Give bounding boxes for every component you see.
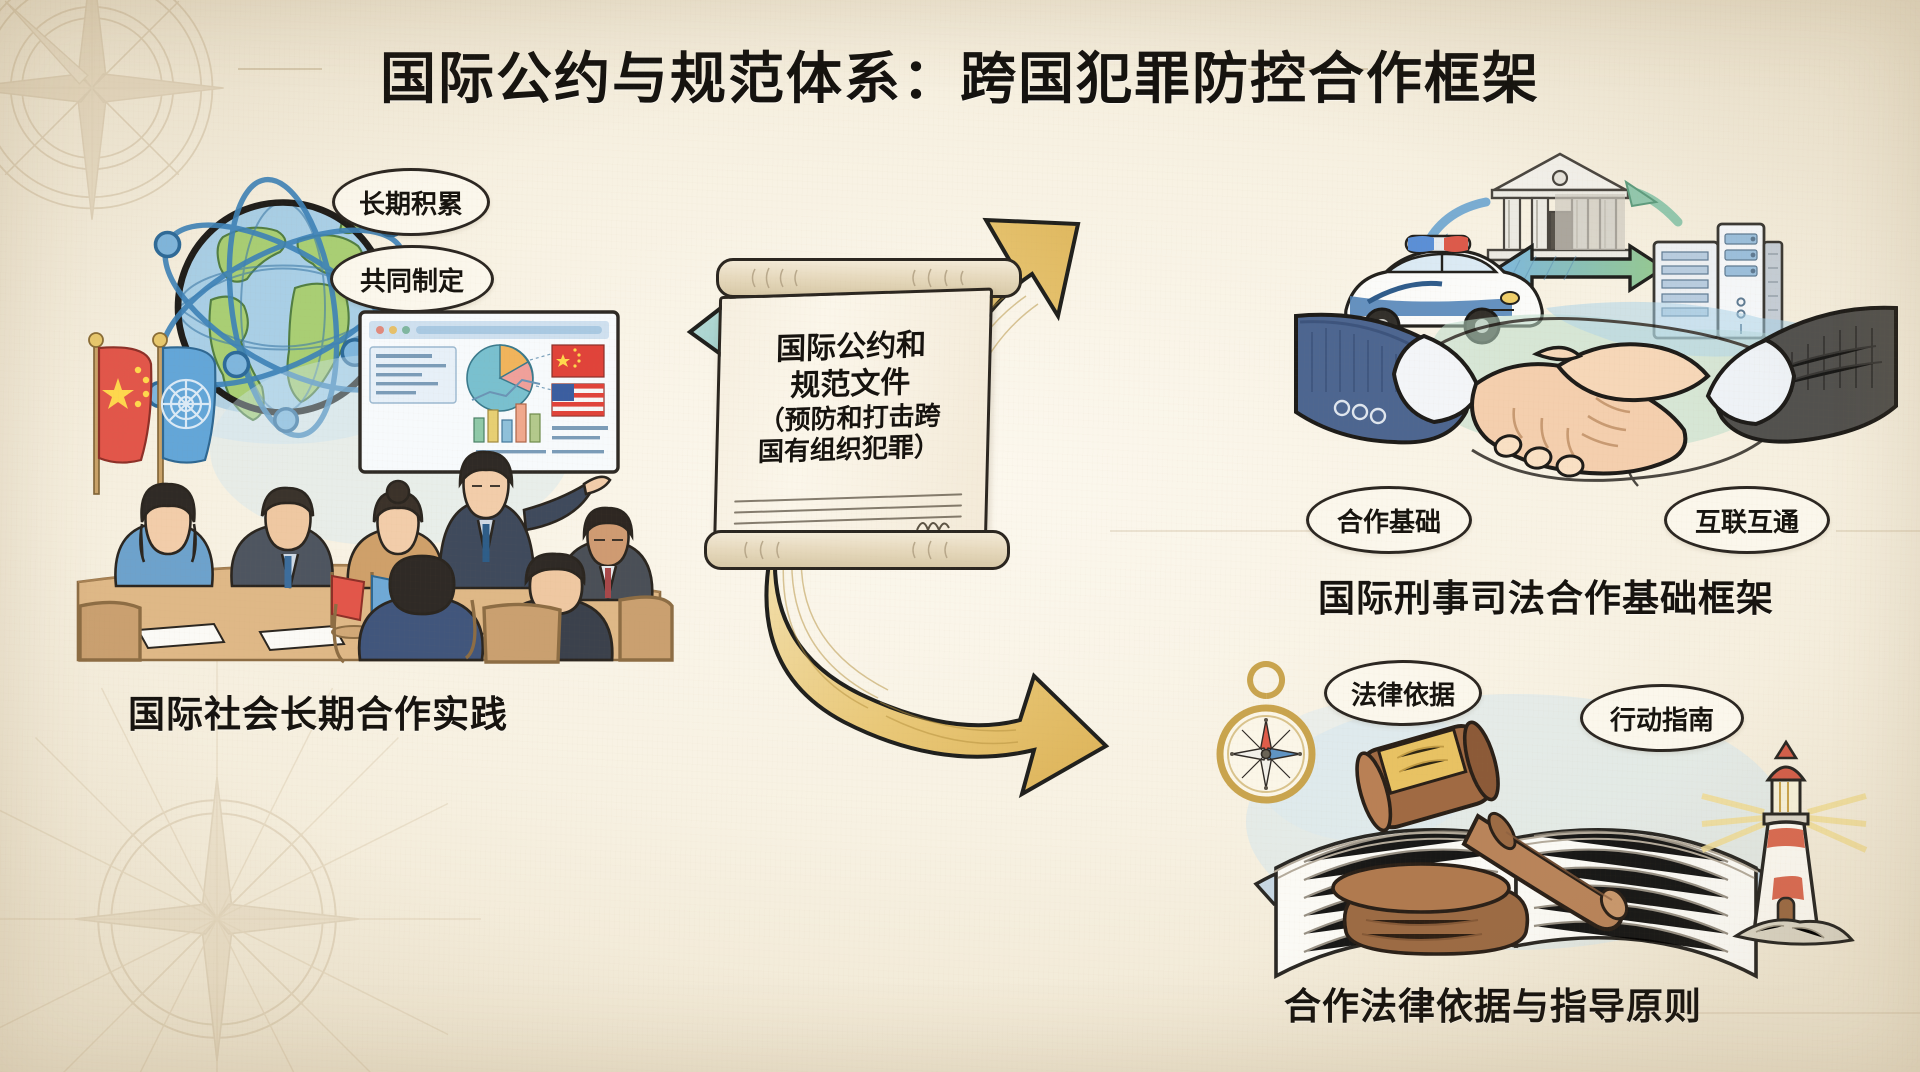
legal-principles-illustration xyxy=(1216,661,1868,979)
scroll-line-2: 规范文件 xyxy=(789,365,911,403)
gavel-icon xyxy=(1331,720,1629,956)
lighthouse-icon xyxy=(1700,739,1868,946)
bubble-label: 共同制定 xyxy=(359,265,464,296)
courthouse-icon xyxy=(1478,152,1642,272)
arrow-servers-to-courthouse xyxy=(1624,179,1683,227)
bubble-label: 行动指南 xyxy=(1609,704,1714,735)
line-chart-icon xyxy=(471,378,541,401)
scroll-document-icon: 国际公约和 规范文件 （预防和打击跨 国有组织犯罪） xyxy=(704,258,1022,570)
compass-icon xyxy=(1216,661,1316,804)
left-panel-caption: 国际社会长期合作实践 xyxy=(128,694,508,735)
bar-chart-icon xyxy=(473,403,541,443)
bubble-joint-formulation: 共同制定 xyxy=(330,245,494,313)
conference-meeting-illustration xyxy=(76,310,674,664)
scroll-bottom-roll xyxy=(704,530,1010,570)
compass-rose-watermark-bottom-left xyxy=(0,655,481,1072)
bubble-label: 合作基础 xyxy=(1336,506,1441,537)
arrow-to-lower-right xyxy=(764,515,1110,799)
bubble-label: 长期积累 xyxy=(358,188,463,219)
right-bottom-panel-caption: 合作法律依据与指导原则 xyxy=(1284,986,1702,1027)
un-flag-icon xyxy=(152,332,217,495)
bubble-long-term-accumulation: 长期积累 xyxy=(308,168,490,236)
scroll-text: 国际公约和 规范文件 （预防和打击跨 国有组织犯罪） xyxy=(715,326,986,470)
bubble-interconnection: 互联互通 xyxy=(1664,459,1830,554)
right-top-panel-caption: 国际刑事司法合作基础框架 xyxy=(1318,578,1774,619)
bubble-legal-basis: 法律依据 xyxy=(1324,660,1482,743)
guide-line-far-right xyxy=(1836,530,1920,532)
police-lightbar xyxy=(1404,234,1472,254)
china-flag-icon xyxy=(88,332,153,495)
usa-flag-icon xyxy=(551,383,605,417)
china-flag-icon xyxy=(551,344,605,378)
bubble-action-guide: 行动指南 xyxy=(1580,684,1744,769)
handshake-icon xyxy=(1294,301,1898,487)
scroll-line-1: 国际公约和 xyxy=(775,328,927,367)
presentation-screen-icon xyxy=(358,310,620,487)
bubble-label: 法律依据 xyxy=(1350,679,1455,710)
bubble-label: 互联互通 xyxy=(1694,506,1799,537)
page-title: 国际公约与规范体系：跨国犯罪防控合作框架 xyxy=(380,47,1540,110)
bubble-cooperation-foundation: 合作基础 xyxy=(1306,459,1472,554)
